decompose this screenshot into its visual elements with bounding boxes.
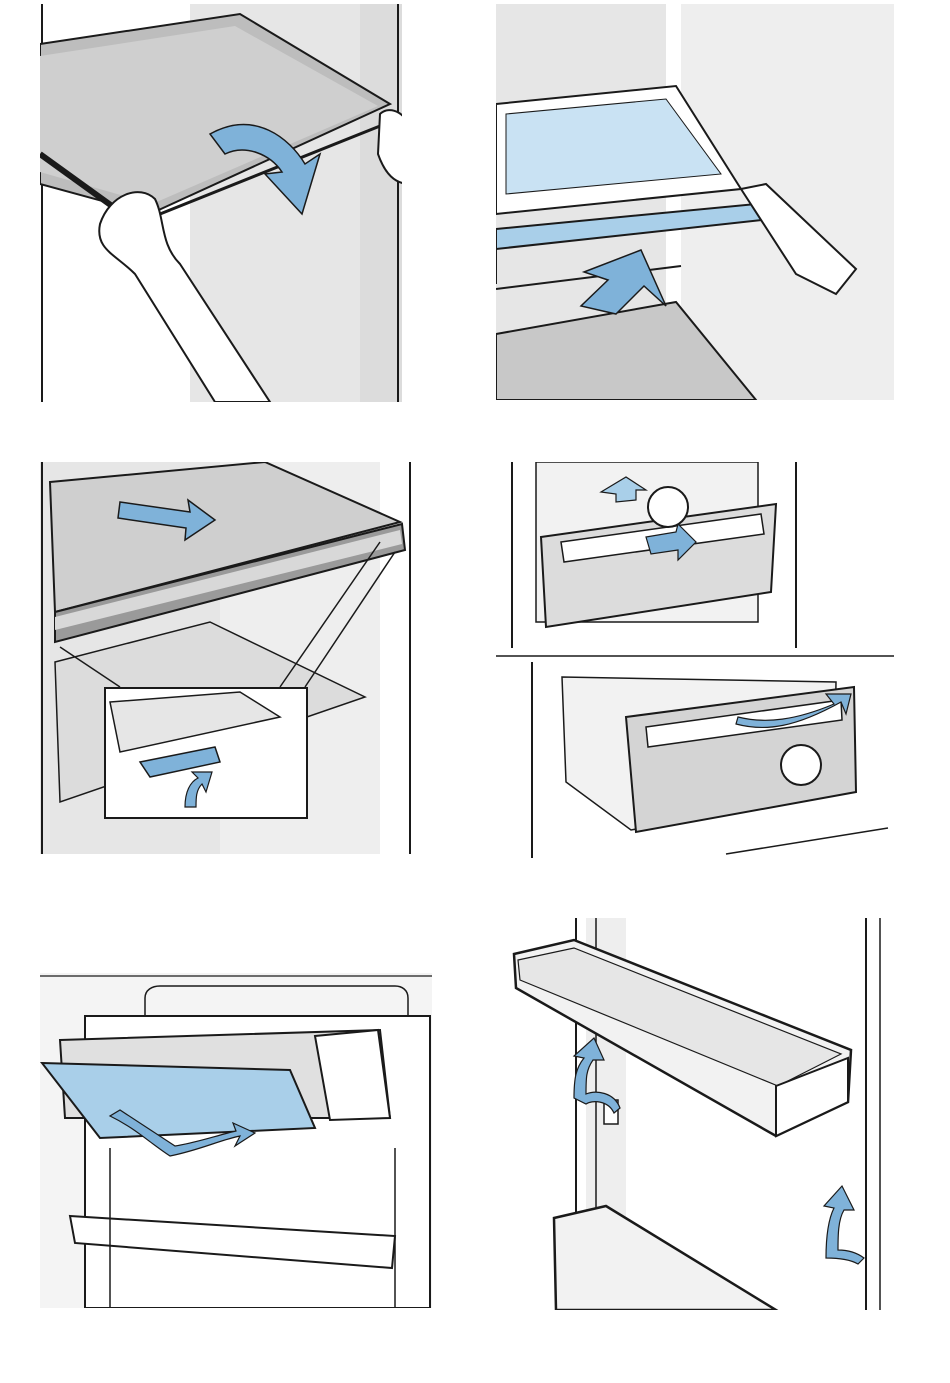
- step-marker-2: [781, 745, 821, 785]
- door-shelf-illustration: [496, 918, 894, 1310]
- shelf-release-illustration: [40, 462, 420, 854]
- figure-door-shelf-removal: [496, 918, 894, 1310]
- figure-door-flap-compartment: [40, 918, 440, 1308]
- figure-shelf-release-detail: [40, 462, 420, 854]
- vegetable-drawer-illustration: [496, 462, 894, 858]
- figure-shelf-insertion: [496, 4, 894, 400]
- shelf-insertion-illustration: [496, 4, 894, 400]
- figure-vegetable-drawer: [496, 462, 894, 858]
- glass-shelf-illustration: [40, 4, 402, 402]
- figure-glass-shelf-removal: [40, 4, 402, 402]
- door-flap-illustration: [40, 918, 440, 1308]
- step-marker-1: [648, 487, 688, 527]
